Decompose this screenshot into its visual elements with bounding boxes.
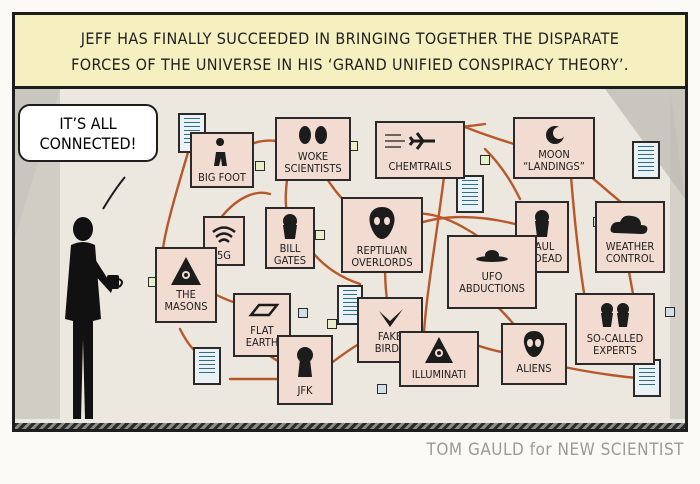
floor [15, 423, 685, 429]
cloud-icon [610, 215, 648, 234]
card-the-masons: THE MASONS [155, 247, 217, 323]
note-paper [193, 347, 221, 385]
pin-square [665, 307, 675, 317]
note-paper [456, 175, 484, 213]
card-woke-scientists: WOKE SCIENTISTS [275, 117, 351, 181]
card-illuminati: ILLUMINATI [399, 331, 479, 387]
ufo-icon [476, 250, 508, 262]
experts-icon [601, 303, 629, 327]
card-bill-gates: BILL GATES [265, 207, 315, 269]
pin-square [377, 384, 387, 394]
person-icon [283, 214, 297, 239]
pin-square [255, 161, 265, 171]
speech-line-1: IT’S ALL [59, 114, 117, 133]
note-paper [632, 141, 660, 179]
card-ufo-abductions: UFO ABDUCTIONS [447, 235, 537, 309]
speech-line-2: CONNECTED! [39, 134, 137, 153]
card-jfk: JFK [277, 335, 333, 405]
scientists-icon [299, 126, 327, 144]
jeff-figure [65, 176, 126, 419]
airplane-icon [385, 132, 435, 150]
caption-line-2: FORCES OF THE UNIVERSE IN HIS ‘GRAND UNI… [71, 55, 629, 74]
pin-square [298, 308, 308, 318]
comic-panel: JEFF HAS FINALLY SUCCEEDED IN BRINGING T… [12, 12, 688, 432]
card-moon-landings: MOON “LANDINGS” [513, 117, 595, 179]
card-so-called-experts: SO-CALLED EXPERTS [575, 293, 655, 365]
pyramid-eye-icon [171, 257, 201, 285]
pyramid-eye-icon [425, 337, 453, 363]
alien-head-icon [523, 331, 545, 357]
pin-square [480, 155, 490, 165]
moon-icon [546, 126, 565, 144]
alien-head-icon [369, 207, 395, 239]
pin-square [315, 230, 325, 240]
speech-bubble: IT’S ALL CONNECTED! [18, 104, 158, 162]
artist-credit: TOM GAULD for NEW SCIENTIST [426, 440, 684, 460]
lights [15, 89, 685, 419]
card-weather-control: WEATHER CONTROL [595, 201, 665, 273]
bird-icon [379, 309, 403, 327]
person-icon [535, 210, 549, 237]
pin-square [327, 319, 337, 329]
card-reptilian-overlords: REPTILIAN OVERLORDS [341, 197, 423, 273]
keyhole-icon [297, 347, 313, 377]
card-big-foot: BIG FOOT [190, 132, 254, 188]
bigfoot-icon [214, 138, 227, 166]
card-chemtrails: CHEMTRAILS [375, 121, 465, 179]
card-flat-earth: FLAT EARTH [233, 293, 291, 357]
scene: BIG FOOT WOKE SCIENTISTS CHEMTRAILS MOON… [15, 89, 685, 429]
flat-earth-icon [248, 303, 280, 317]
caption-line-1: JEFF HAS FINALLY SUCCEEDED IN BRINGING T… [80, 29, 620, 48]
wifi-icon [212, 226, 236, 243]
caption-box: JEFF HAS FINALLY SUCCEEDED IN BRINGING T… [15, 15, 685, 89]
card-aliens: ALIENS [501, 323, 567, 385]
